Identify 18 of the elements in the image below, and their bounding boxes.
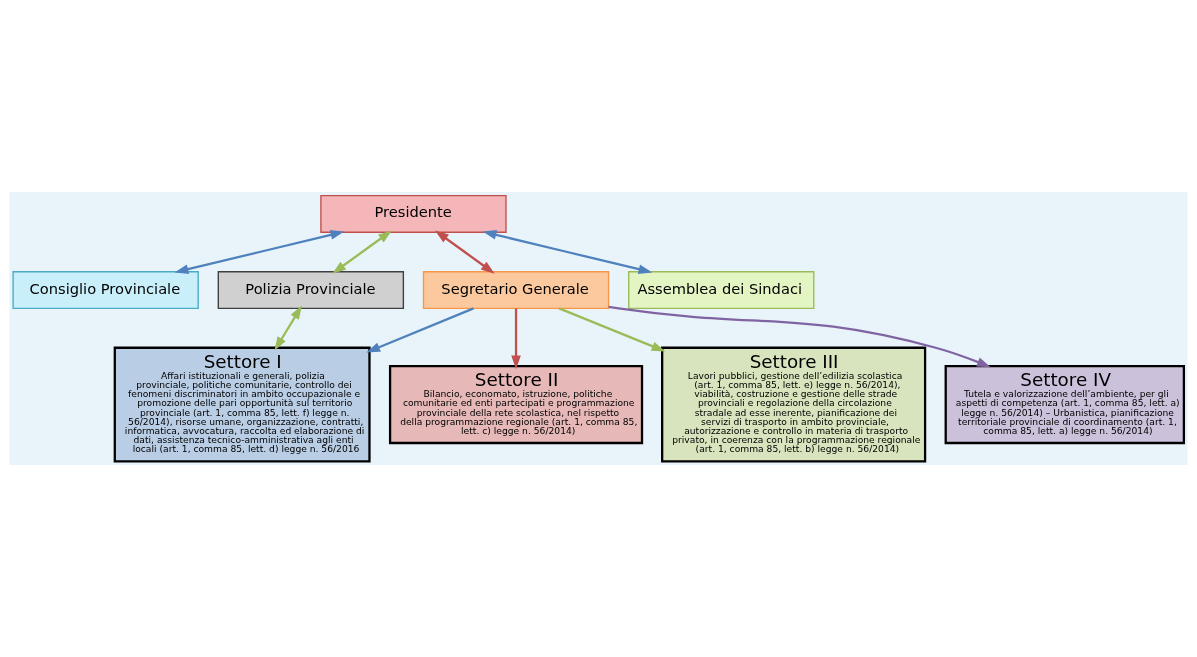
arrow <box>274 305 302 351</box>
node-box: Settore III Lavori pubblici, gestione dell’edilizia scolastica (art. 1, comma 85, lett. e) legge n. 56/2014), viabilità, costruzione e gestione delle strade provinciali e regolazione della circolazione stradale ad esse inerente, pianificazione dei servizi di trasporto in ambito provinciale, autorizzazione e controllo in materia di trasporto privato, in coerenza con la programmazione regionale (art. 1, comma 85, lett. b) legge n. 56/2014) <box>661 346 927 463</box>
node-box: Presidente <box>320 194 507 233</box>
node-box: Settore II Bilancio, economato, istruzione, politiche comunitarie ed enti partecipati e programmazione provinciale della rete scolastica, nel rispetto della programmazione regionale (art. 1, comma 85, lett. c) legge n. 56/2014) <box>388 364 644 445</box>
arrow <box>332 230 392 274</box>
node-box: Settore IV Tutela e valorizzazione dell’ambiente, per gli aspetti di competenza (art. 1, comma 85, lett. a) legge n. 56/2014) – Urbanistica, pianificazione territoriale provinciale di coordinamento (art. 1, comma 85, lett. a) legge n. 56/2014) <box>944 364 1186 445</box>
arrow <box>482 230 653 274</box>
arrow <box>434 230 495 274</box>
node-box: Segretario Generale <box>422 271 610 310</box>
node-box: Polizia Provinciale <box>217 271 405 310</box>
node-box: Consiglio Provinciale <box>12 271 199 310</box>
arrow <box>608 305 991 368</box>
arrow <box>366 307 474 353</box>
arrow <box>511 308 521 370</box>
node-box: Settore I Affari istituzionali e generali, polizia provinciale, politiche comunitarie, controllo dei fenomeni discriminatori in ambito occupazionale e promozione delle pari opportunità sul territorio provinciale (art. 1, comma 85, lett. f) legge n. 56/2014), risorse umane, organizzazione, contratti, informatica, avvocatura, raccolta ed elaborazione di dati, assistenza tecnico-amministrativa agli enti locali (art. 1, comma 85, lett. d) legge n. 56/2016 <box>113 346 371 463</box>
arrow <box>174 230 345 274</box>
node-box: Assemblea dei Sindaci <box>628 271 815 310</box>
arrow <box>558 307 666 352</box>
